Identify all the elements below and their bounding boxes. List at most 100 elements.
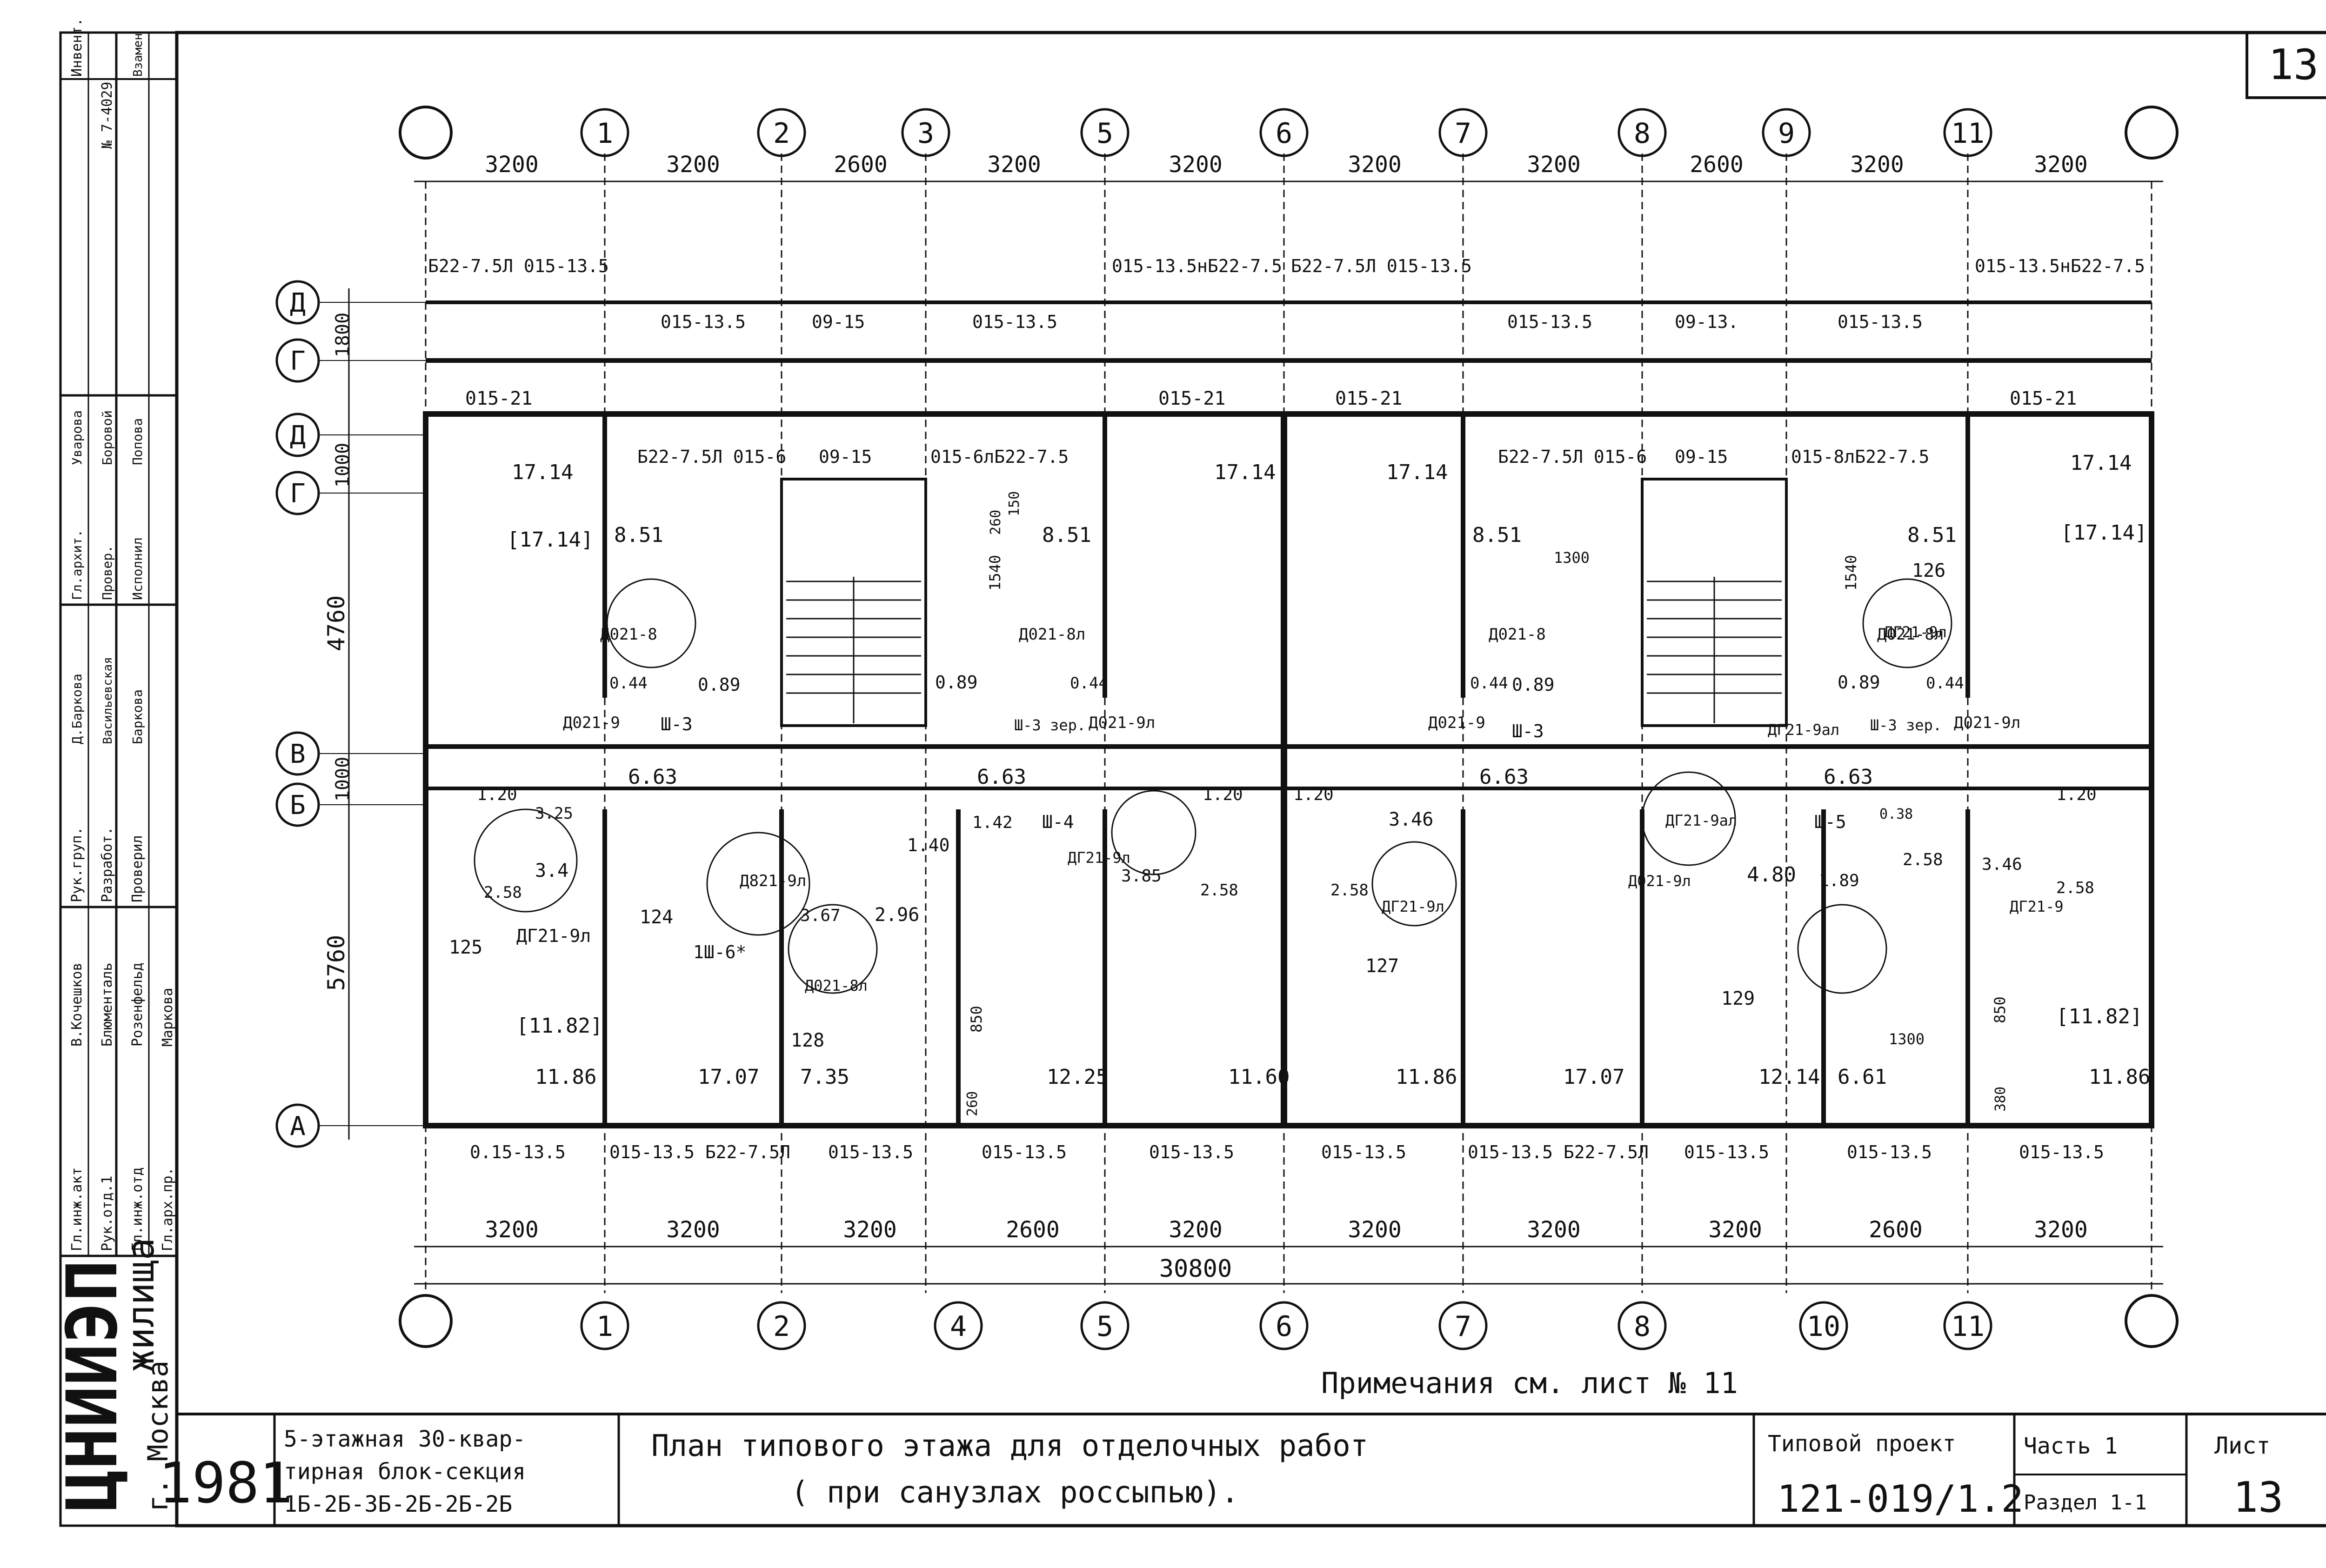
- area-7: 8.51: [1472, 523, 1522, 547]
- drawing-title-1: План типового этажа для отделочных работ: [651, 1429, 1368, 1463]
- area-29: 1.20: [1293, 785, 1334, 804]
- sig3-role-3: Исполнил: [130, 537, 145, 600]
- axis-bottom-8: 10: [1807, 1310, 1840, 1343]
- area-15: 11.86: [535, 1065, 596, 1089]
- sig2-role-2: Разработ.: [99, 827, 115, 902]
- org-logo: ЦНИИЭП: [52, 1260, 133, 1512]
- axis-left-7: А: [290, 1111, 306, 1141]
- signature-col2: Рук.груп. Разработ. Проверил Д.Баркова В…: [69, 657, 146, 902]
- area-5: 17.14: [1214, 460, 1276, 484]
- org-line2: жилища: [119, 1238, 162, 1372]
- area-46: 0.44: [609, 674, 648, 693]
- door-11: ДГ21-9ал: [1665, 812, 1737, 829]
- area-42: 2.58: [1903, 850, 1943, 869]
- misc-marks: 124 125 126 127 128 129 1300 1300 1540 1…: [449, 491, 2009, 1116]
- axis-left-3: Д: [290, 420, 306, 451]
- misc-9: 1540: [986, 555, 1004, 591]
- door-7: Д021-9: [1428, 714, 1485, 732]
- sig-name-1: В.Кочешков: [69, 962, 85, 1047]
- area-2: [17.14]: [507, 528, 593, 552]
- area-6: 17.14: [1386, 460, 1448, 484]
- area-14: 6.63: [1824, 765, 1873, 789]
- part-label: Часть 1: [2024, 1433, 2118, 1459]
- door-swing-arcs: [474, 578, 1952, 994]
- sig3-role-1: Гл.архит.: [69, 529, 85, 600]
- bottom-dim-3: 3200: [843, 1217, 897, 1243]
- axis-bottom-2: 2: [773, 1310, 790, 1343]
- top-dim-7: 3200: [1527, 152, 1581, 178]
- misc-11: 260: [988, 510, 1004, 535]
- row2-label-1: 015-21: [465, 388, 533, 409]
- top-dim-3: 2600: [834, 152, 888, 178]
- outer-frame: [59, 31, 2326, 1527]
- area-53: 0.44: [1926, 674, 1964, 693]
- bottom-window-3: 015-13.5: [828, 1142, 913, 1162]
- top-dim-5: 3200: [1169, 152, 1223, 178]
- area-13: 6.63: [1479, 765, 1529, 789]
- stamp-year: 1981: [159, 1451, 293, 1516]
- axis-top-9: 11: [1951, 117, 1985, 150]
- sig2-name-2: Васильевская: [101, 657, 115, 744]
- misc-10: 1540: [1842, 555, 1860, 591]
- signature-strip: Инвент. № 7-4029 Взамен Гл.инж.акт Рук.о…: [60, 18, 177, 1257]
- misc-8: 1300: [1889, 1030, 1925, 1048]
- shaft-3: Ш-3: [1512, 721, 1544, 741]
- bottom-window-9: 015-13.5: [1847, 1142, 1932, 1162]
- top-window-4: 015-13.5: [972, 312, 1057, 332]
- misc-1: 124: [640, 907, 673, 928]
- bottom-window-7: 015-13.5 Б22-7.5Л: [1468, 1142, 1649, 1162]
- misc-5: 128: [791, 1030, 824, 1051]
- axis-top-3: 3: [917, 117, 934, 150]
- left-dimension-chain: 1800 1000 4760 1000 5760: [323, 288, 354, 1140]
- area-50: 0.44: [1470, 674, 1508, 693]
- bottom-dim-4: 2600: [1006, 1217, 1060, 1243]
- area-23: [11.82]: [516, 1014, 602, 1038]
- area-36: 1.40: [907, 835, 950, 855]
- sig-name-3: Розенфельд: [129, 962, 146, 1047]
- sig3-role-2: Провер.: [100, 545, 115, 600]
- drawing-title-2: ( при санузлах россыпью).: [791, 1475, 1239, 1510]
- area-27: 1.20: [477, 785, 517, 804]
- axis-bottom-6: 7: [1455, 1310, 1471, 1343]
- top-window-2: 015-13.5: [661, 312, 746, 332]
- axis-top-4: 5: [1096, 117, 1113, 150]
- area-40: 2.58: [1330, 881, 1369, 900]
- sig2-role-3: Проверил: [129, 835, 146, 903]
- sig-name-2: Блюменталь: [99, 962, 115, 1047]
- area-38: 3.85: [1121, 867, 1162, 886]
- area-31: 3.25: [535, 804, 573, 823]
- area-19: 11.86: [1396, 1065, 1457, 1089]
- area-8: 8.51: [1907, 523, 1957, 547]
- misc-2: 125: [449, 937, 482, 958]
- misc-16: 380: [1992, 1087, 2009, 1112]
- door-16: ДГ21-9: [2010, 898, 2064, 915]
- top-dim-6: 3200: [1348, 152, 1402, 178]
- sig-name-4: Маркова: [160, 988, 176, 1047]
- door-10: ДГ21-9л: [1068, 849, 1130, 867]
- area-21: 6.61: [1838, 1065, 1887, 1089]
- axis-left-4: Г: [290, 479, 306, 509]
- org-city: г. Москва: [142, 1361, 174, 1512]
- axis-left-2: Г: [290, 346, 306, 376]
- top-window-10: 015-13.5нБ22-7.5: [1975, 256, 2145, 276]
- area-28: 1.20: [1203, 785, 1243, 804]
- area-11: 6.63: [628, 765, 677, 789]
- title-block: 1981 5-этажная 30-квар- тирная блок-секц…: [159, 1413, 2326, 1526]
- door-14: ДГ21-9ал: [1768, 721, 1839, 739]
- row3-label-3: 015-6лБ22-7.5: [930, 447, 1069, 467]
- area-20: 12.14: [1758, 1065, 1820, 1089]
- bottom-dim-1: 3200: [485, 1217, 539, 1243]
- area-26: 17.07: [1563, 1065, 1624, 1089]
- sig3-name-3: Попова: [130, 418, 145, 465]
- door-8: Д021-9л: [1954, 714, 2020, 732]
- top-window-7: 015-13.5: [1507, 312, 1592, 332]
- door-17: ДГ21-9л: [1884, 623, 1947, 641]
- area-41: 3.46: [1389, 809, 1433, 830]
- bottom-window-10: 015-13.5: [2019, 1142, 2104, 1162]
- area-44: 3.46: [1982, 855, 2022, 874]
- stair-hatching: [786, 577, 1782, 723]
- axis-left-1: Д: [290, 288, 306, 318]
- bottom-dimension-chain: 3200 3200 3200 2600 3200 3200 3200 3200 …: [414, 1217, 2163, 1285]
- axis-left-6: Б: [290, 790, 306, 821]
- sig-role-4: Гл.арх.пр.: [160, 1167, 176, 1251]
